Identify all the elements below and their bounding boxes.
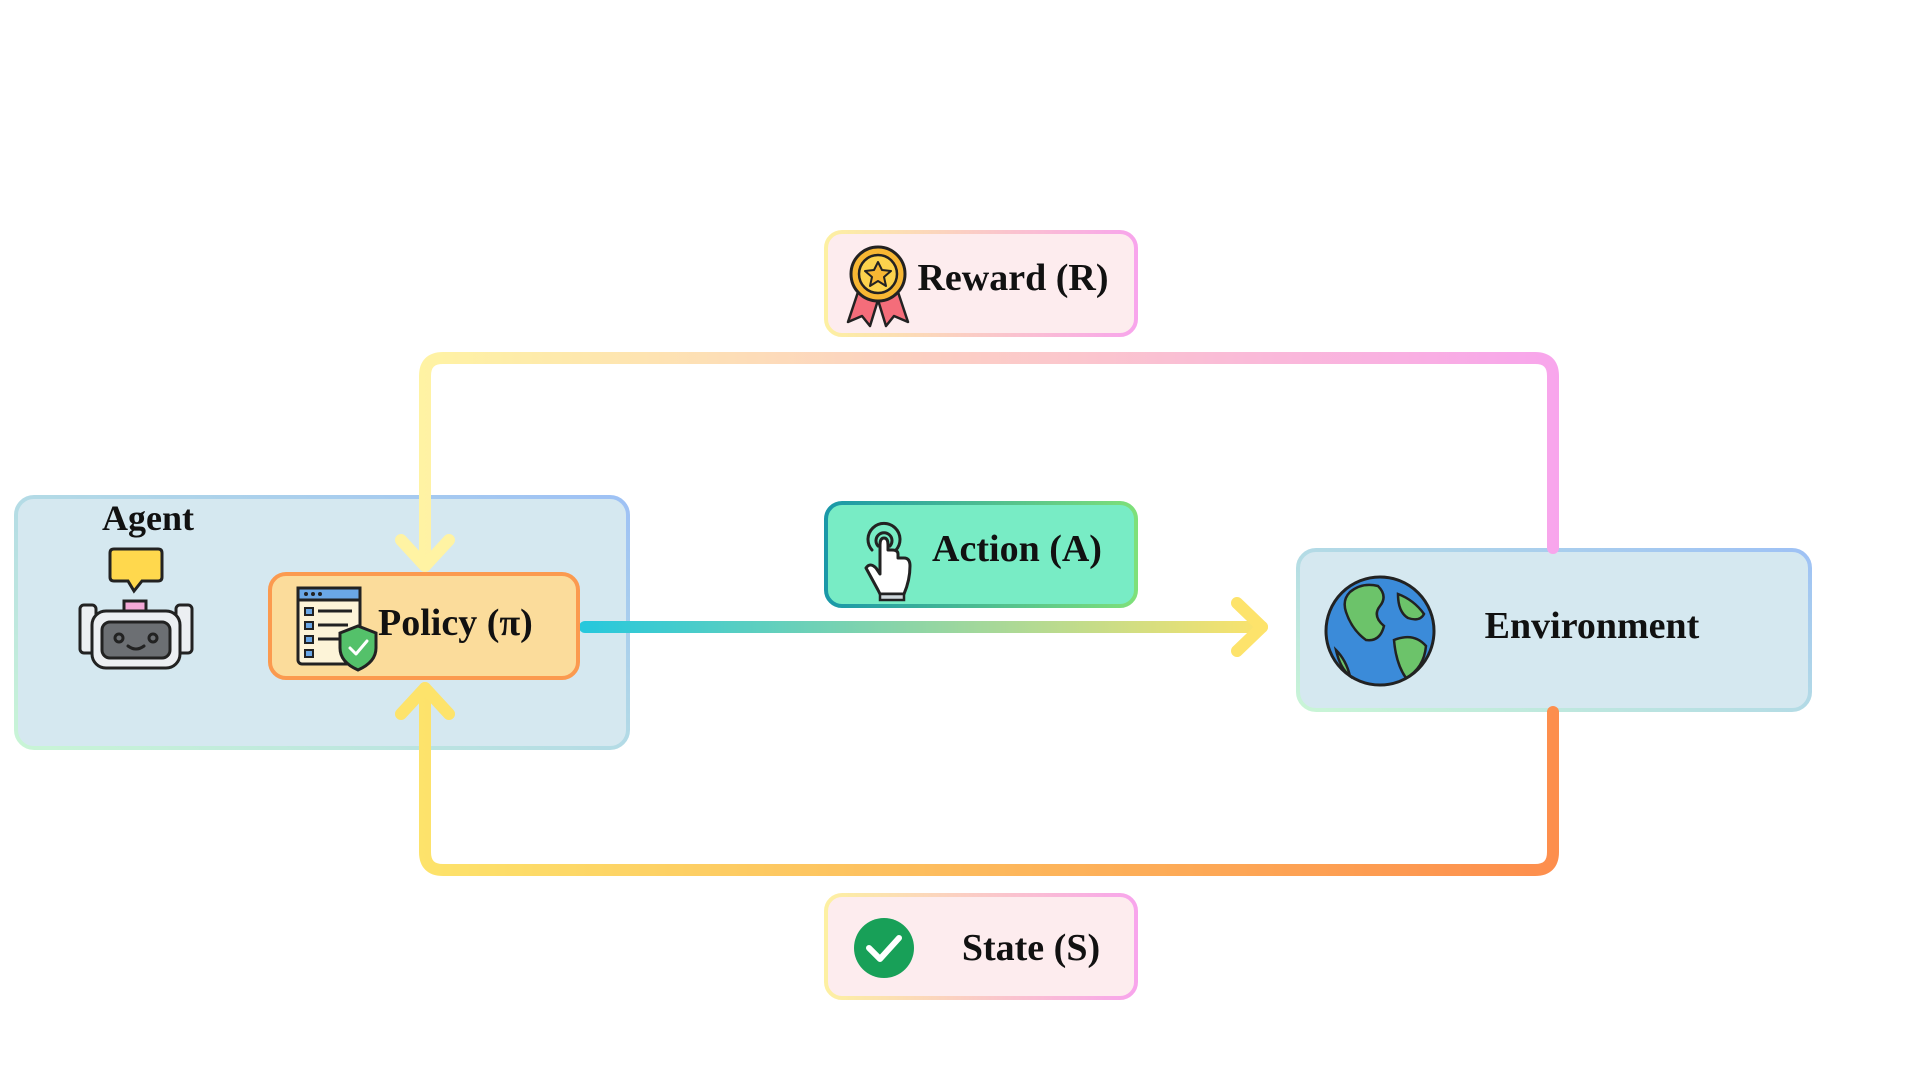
environment-label: Environment	[1485, 605, 1700, 647]
globe-icon	[1324, 575, 1436, 687]
agent-title: Agent	[102, 498, 194, 538]
pointer-hand-icon	[864, 521, 912, 602]
check-circle-icon	[854, 918, 914, 978]
policy-document-shield-icon	[296, 586, 378, 672]
action-label: Action (A)	[932, 528, 1102, 570]
policy-label: Policy (π)	[378, 602, 533, 644]
reward-label: Reward (R)	[917, 257, 1108, 299]
reward-arrowhead	[395, 534, 455, 572]
state-arrowhead	[395, 682, 455, 720]
state-label: State (S)	[962, 927, 1100, 969]
state-loop-arrow	[419, 682, 1559, 876]
state-box	[824, 893, 1138, 1000]
medal-icon	[846, 245, 910, 328]
action-arrowhead	[1231, 597, 1268, 657]
reward-loop-arrow	[419, 352, 1559, 571]
robot-icon	[78, 547, 194, 670]
